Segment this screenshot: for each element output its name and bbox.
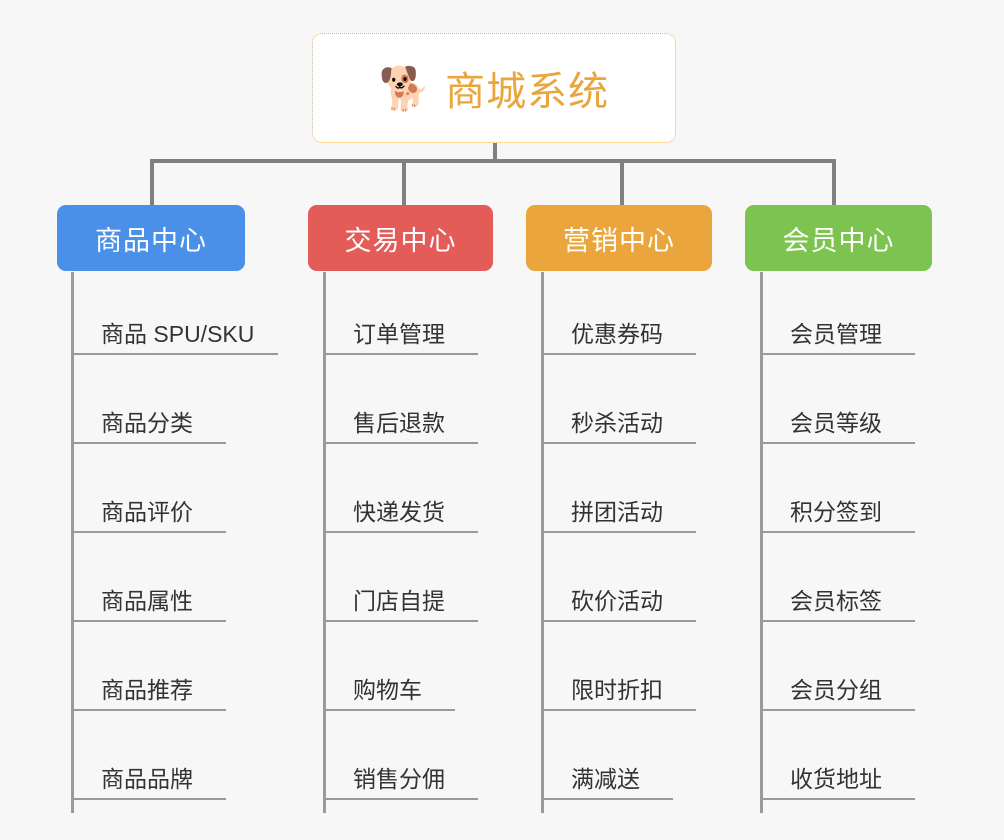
leaf-underline xyxy=(541,353,696,355)
branch-header-会员中心[interactable]: 会员中心 xyxy=(745,205,932,271)
leaf-underline xyxy=(541,620,696,622)
leaf-underline xyxy=(760,709,915,711)
leaf-underline xyxy=(323,620,478,622)
branch-trunk-3 xyxy=(541,272,544,813)
leaf-underline xyxy=(760,531,915,533)
leaf-label: 购物车 xyxy=(353,677,422,703)
branch-trunk-4 xyxy=(760,272,763,813)
leaf-label: 会员标签 xyxy=(790,588,882,614)
leaf-underline xyxy=(323,442,478,444)
leaf-label: 会员等级 xyxy=(790,410,882,436)
leaf-label: 积分签到 xyxy=(790,499,882,525)
branch-trunk-2 xyxy=(323,272,326,813)
branch-drop-line-4 xyxy=(832,159,836,205)
leaf-label: 门店自提 xyxy=(353,588,445,614)
leaf-label: 订单管理 xyxy=(353,321,445,347)
leaf-label: 商品属性 xyxy=(101,588,193,614)
branch-header-交易中心[interactable]: 交易中心 xyxy=(308,205,493,271)
leaf-underline xyxy=(71,620,226,622)
shiba-dog-icon: 🐕 xyxy=(378,65,432,112)
leaf-label: 快递发货 xyxy=(353,499,445,525)
leaf-underline xyxy=(760,353,915,355)
leaf-underline xyxy=(541,531,696,533)
leaf-label: 收货地址 xyxy=(790,766,882,792)
leaf-underline xyxy=(323,798,478,800)
leaf-label: 售后退款 xyxy=(353,410,445,436)
leaf-label: 商品分类 xyxy=(101,410,193,436)
leaf-label: 商品推荐 xyxy=(101,677,193,703)
leaf-label: 商品 SPU/SKU xyxy=(101,321,255,347)
branch-drop-line-1 xyxy=(150,159,154,205)
branch-bus-line xyxy=(150,159,836,163)
leaf-label: 优惠券码 xyxy=(571,321,663,347)
leaf-label: 限时折扣 xyxy=(571,677,663,703)
leaf-underline xyxy=(760,620,915,622)
leaf-underline xyxy=(71,531,226,533)
leaf-label: 拼团活动 xyxy=(571,499,663,525)
leaf-underline xyxy=(541,709,696,711)
leaf-label: 秒杀活动 xyxy=(571,410,663,436)
branch-header-营销中心[interactable]: 营销中心 xyxy=(526,205,712,271)
leaf-label: 商品评价 xyxy=(101,499,193,525)
leaf-label: 会员分组 xyxy=(790,677,882,703)
leaf-label: 会员管理 xyxy=(790,321,882,347)
leaf-underline xyxy=(71,353,278,355)
branch-header-商品中心[interactable]: 商品中心 xyxy=(57,205,245,271)
leaf-label: 满减送 xyxy=(571,766,640,792)
leaf-label: 砍价活动 xyxy=(571,588,663,614)
leaf-underline xyxy=(323,353,478,355)
leaf-label: 商品品牌 xyxy=(101,766,193,792)
leaf-label: 销售分佣 xyxy=(353,766,445,792)
branch-drop-line-3 xyxy=(620,159,624,205)
leaf-underline xyxy=(323,531,478,533)
leaf-underline xyxy=(541,442,696,444)
root-node[interactable]: 🐕 商城系统 xyxy=(312,33,676,143)
leaf-underline xyxy=(71,442,226,444)
branch-drop-line-2 xyxy=(402,159,406,205)
leaf-underline xyxy=(760,442,915,444)
branch-trunk-1 xyxy=(71,272,74,813)
root-title: 商城系统 xyxy=(445,70,610,114)
leaf-underline xyxy=(323,709,455,711)
root-stem-line xyxy=(493,143,497,163)
leaf-underline xyxy=(71,798,226,800)
leaf-underline xyxy=(71,709,226,711)
leaf-underline xyxy=(541,798,673,800)
leaf-underline xyxy=(760,798,915,800)
